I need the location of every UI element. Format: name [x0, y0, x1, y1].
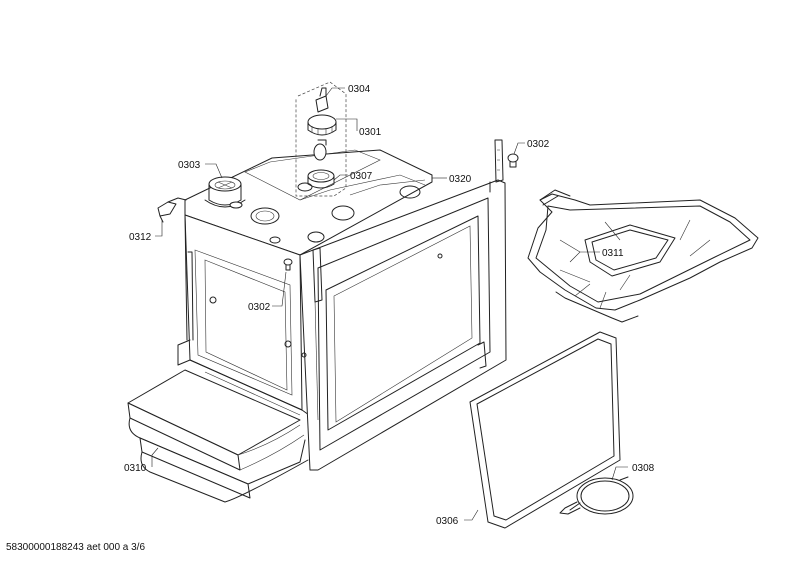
grill-heating-element [527, 189, 759, 323]
callout-0301: 0301 [359, 127, 382, 138]
callout-0311: 0311 [602, 248, 624, 259]
callout-0310: 0310 [124, 463, 147, 474]
door-seal [469, 331, 621, 529]
oven-cavity [177, 149, 433, 421]
leader-lines [151, 87, 628, 521]
ring-heating-element [559, 476, 634, 515]
screw-top-right [507, 153, 519, 168]
callout-0307: 0307 [350, 171, 373, 182]
callout-0306: 0306 [436, 516, 459, 527]
document-footer: 58300000188243 aet 000 a 3/6 [6, 542, 146, 553]
callout-0302-top: 0302 [527, 139, 550, 150]
insulation-mat [127, 369, 309, 503]
fan-housing [204, 176, 246, 209]
callout-0302-left: 0302 [248, 302, 271, 313]
callout-0303: 0303 [178, 160, 201, 171]
lamp-holder [307, 87, 337, 136]
callout-0312: 0312 [129, 232, 152, 243]
callout-0304: 0304 [348, 84, 371, 95]
screw-left [283, 258, 293, 271]
callout-0320: 0320 [449, 174, 472, 185]
callout-0308: 0308 [632, 463, 655, 474]
lamp-bulb [313, 139, 327, 161]
lamp-assembly-group [295, 81, 347, 197]
mounting-clip [157, 197, 187, 223]
front-frame [299, 139, 507, 471]
lamp-cover [307, 169, 335, 189]
